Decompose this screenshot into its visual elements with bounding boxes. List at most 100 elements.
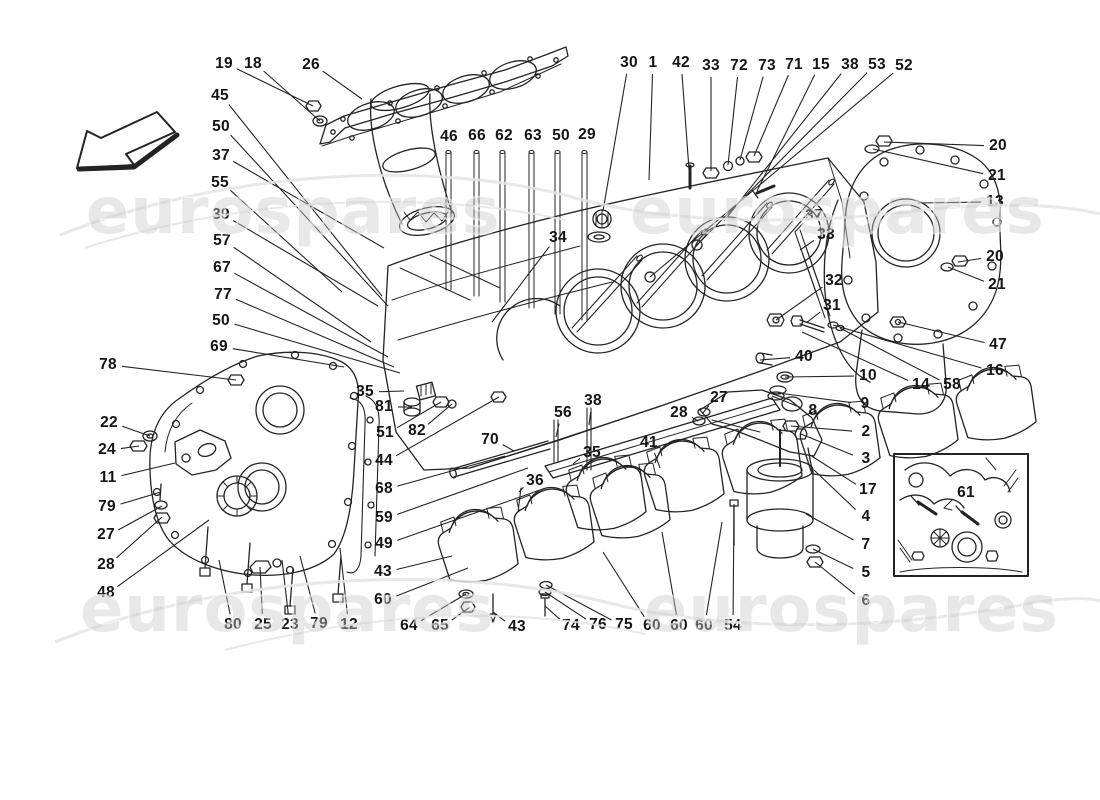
leader-line-43-72 (396, 555, 453, 571)
leader-line-1-22 (648, 73, 654, 181)
callout-1-22: 1 (648, 54, 658, 71)
leader-line-26-2 (322, 70, 363, 100)
callout-17-51: 17 (859, 481, 877, 498)
leader-line-3-50 (800, 433, 854, 456)
callout-9-47: 9 (860, 395, 870, 412)
callout-30-21: 30 (620, 54, 638, 71)
callout-63-60: 63 (524, 127, 542, 144)
leader-line-72-25 (727, 76, 739, 166)
callout-19-0: 19 (215, 55, 233, 72)
leader-line-21-36 (947, 266, 985, 282)
leader-line-78-13 (121, 365, 237, 381)
callout-52-31: 52 (895, 57, 913, 74)
leader-line-4-52 (813, 469, 856, 510)
leader-line-77-10 (235, 298, 395, 368)
callout-40-45: 40 (795, 348, 813, 365)
callout-55-6: 55 (211, 174, 229, 191)
head-gasket (319, 46, 569, 147)
callout-66-58: 66 (468, 127, 486, 144)
callout-79-85: 79 (310, 615, 328, 632)
leader-line-19-0 (236, 68, 314, 107)
callout-33-38: 33 (817, 226, 835, 243)
callout-75-92: 75 (615, 616, 633, 633)
callout-25-83: 25 (254, 616, 272, 633)
leader-line-47-41 (897, 321, 985, 344)
leader-line-36-77 (518, 486, 524, 493)
leader-line-67-9 (234, 272, 389, 358)
leader-line-2-49 (790, 425, 853, 432)
callout-27-81: 27 (710, 389, 728, 406)
callout-3-50: 3 (861, 450, 871, 467)
callout-62-59: 62 (495, 127, 513, 144)
callout-67-9: 67 (213, 259, 231, 276)
leader-line-22-14 (122, 425, 151, 437)
leader-line-59-70 (397, 467, 529, 515)
callout-36-77: 36 (526, 472, 544, 489)
leader-line-28-80 (691, 416, 699, 422)
callout-21-36: 21 (988, 276, 1006, 293)
callout-47-41: 47 (989, 336, 1007, 353)
leader-line-71-27 (753, 74, 789, 157)
callout-80-82: 80 (224, 616, 242, 633)
callout-11-16: 11 (99, 469, 117, 486)
leader-line-56-75 (555, 423, 560, 438)
callout-60-95: 60 (695, 617, 713, 634)
leader-line-7-53 (805, 513, 854, 541)
leader-line-33-38 (799, 240, 815, 251)
callout-70-74: 70 (481, 431, 499, 448)
callout-29-62: 29 (578, 126, 596, 143)
leader-line-32-39 (775, 286, 823, 321)
callout-43-89: 43 (508, 618, 526, 635)
callout-77-10: 77 (214, 286, 232, 303)
callout-15-28: 15 (812, 56, 830, 73)
leader-line-34-63 (491, 246, 550, 323)
callout-64-87: 64 (400, 617, 418, 634)
callout-13-34: 13 (986, 193, 1004, 210)
leader-line-21-33 (872, 148, 984, 175)
leader-line-79-17 (120, 491, 162, 505)
callout-65-88: 65 (431, 617, 449, 634)
callout-78-13: 78 (99, 356, 117, 373)
callout-20-32: 20 (989, 137, 1007, 154)
leader-line-51-66 (396, 401, 442, 429)
leader-line-69-12 (232, 348, 345, 368)
leader-line-31-40 (805, 311, 821, 324)
callout-69-12: 69 (210, 338, 228, 355)
callout-10-46: 10 (859, 367, 877, 384)
leader-line-28-19 (116, 516, 163, 559)
oil-gallery-bar (449, 397, 781, 479)
leader-line-73-26 (739, 76, 764, 161)
leader-line-24-15 (120, 445, 140, 450)
leader-line-82-67 (427, 403, 453, 425)
callout-27-18: 27 (97, 526, 115, 543)
callout-23-84: 23 (281, 616, 299, 633)
callout-12-86: 12 (340, 616, 358, 633)
callout-50-4: 50 (212, 118, 230, 135)
leader-line-20-32 (883, 141, 985, 147)
callout-14-43: 14 (912, 376, 930, 393)
callout-74-90: 74 (562, 617, 580, 634)
leader-line-70-74 (502, 444, 515, 452)
front-direction-arrow-icon (76, 111, 180, 172)
callout-81-65: 81 (375, 398, 393, 415)
leader-line-50-11 (234, 323, 401, 374)
callout-51-66: 51 (376, 424, 394, 441)
leader-line-48-20 (117, 519, 210, 588)
leader-line-44-68 (395, 396, 500, 457)
callout-21-33: 21 (988, 167, 1006, 184)
inset-detail-box (893, 453, 1029, 577)
callout-76-91: 76 (589, 616, 607, 633)
leader-line-49-71 (397, 489, 541, 541)
callout-37-5: 37 (212, 147, 230, 164)
callout-37-37: 37 (805, 207, 823, 224)
callout-39-7: 39 (212, 206, 230, 223)
leader-line-16-42 (832, 324, 982, 369)
callout-34-63: 34 (549, 229, 567, 246)
callout-45-3: 45 (211, 87, 229, 104)
callout-53-30: 53 (868, 56, 886, 73)
front-cover (129, 350, 380, 615)
callout-73-26: 73 (758, 57, 776, 74)
callout-50-11: 50 (212, 312, 230, 329)
